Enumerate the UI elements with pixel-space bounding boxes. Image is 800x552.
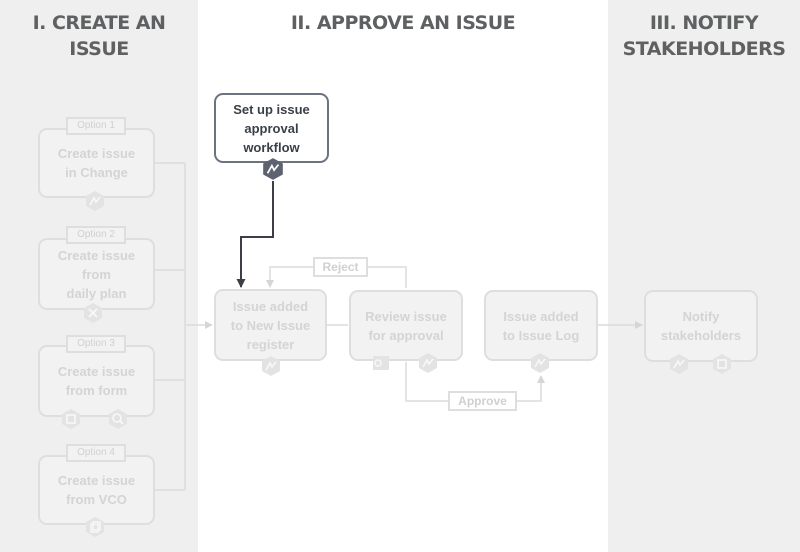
- node-setup-workflow-line-3: workflow: [243, 139, 300, 155]
- node-notify-stakeholders-line-1: Notify: [682, 309, 720, 324]
- node-option-4[interactable]: Create issue from VCO: [38, 455, 155, 525]
- node-issue-register-text: Issue added to New Issue register: [231, 297, 310, 354]
- node-issue-log-line-2: to Issue Log: [502, 327, 580, 343]
- workflow-approval-icon[interactable]: [261, 157, 285, 181]
- column-title-approve: II. APPROVE AN ISSUE: [290, 12, 516, 34]
- connector-workflow-register: [236, 181, 274, 288]
- connector-approve-right: [517, 375, 545, 402]
- review-approval-icon: [419, 353, 437, 373]
- column-title-create: I. CREATE AN ISSUE: [32, 12, 166, 60]
- column-title-notify-line2: STAKEHOLDERS: [622, 38, 786, 60]
- node-option-1-line-1: Create issue: [57, 146, 136, 161]
- option-3-tag: Option 3: [66, 335, 126, 353]
- node-setup-workflow[interactable]: Set up issue approval workflow: [214, 93, 329, 163]
- node-notify-stakeholders-text: Notify stakeholders: [661, 307, 741, 345]
- node-option-4-line-2: from VCO: [66, 492, 127, 507]
- node-option-2-line-2: from: [82, 266, 111, 282]
- node-issue-log-line-1: Issue added: [503, 308, 579, 324]
- node-option-2[interactable]: Create issue from daily plan: [38, 238, 155, 310]
- register-approval-icon: [262, 356, 280, 376]
- node-option-3[interactable]: Create issue from form: [38, 345, 155, 417]
- node-option-2-line-1: Create issue: [57, 247, 136, 263]
- node-option-2-line-3: daily plan: [66, 285, 127, 301]
- node-review-issue[interactable]: Review issue for approval: [349, 290, 463, 361]
- option-4-tag: Option 4: [66, 444, 126, 462]
- node-option-3-text: Create issue from form: [58, 362, 135, 400]
- log-approval-icon: [531, 353, 549, 373]
- search-form-icon: [109, 409, 127, 429]
- option-1-tag: Option 1: [66, 117, 126, 135]
- reject-edge-label: Reject: [313, 257, 368, 277]
- node-review-issue-text: Review issue for approval: [365, 307, 447, 345]
- node-option-3-line-2: from form: [65, 383, 128, 398]
- node-option-2-text: Create issue from daily plan: [58, 246, 135, 303]
- notify-form-icon: [713, 354, 731, 374]
- tools-icon: [84, 303, 102, 323]
- node-issue-register[interactable]: Issue added to New Issue register: [214, 289, 327, 361]
- column-title-notify: III. NOTIFY STAKEHOLDERS: [608, 10, 800, 62]
- outlook-icon: [373, 356, 389, 370]
- node-option-3-line-1: Create issue: [57, 364, 136, 379]
- connector-approve-left: [405, 362, 448, 402]
- node-issue-log[interactable]: Issue added to Issue Log: [484, 290, 598, 361]
- node-setup-workflow-text: Set up issue approval workflow: [233, 100, 310, 157]
- node-option-4-text: Create issue from VCO: [58, 471, 135, 509]
- form-icon: [62, 409, 80, 429]
- column-notify-stakeholders: III. NOTIFY STAKEHOLDERS: [608, 0, 800, 552]
- node-issue-log-text: Issue added to Issue Log: [503, 307, 580, 345]
- node-issue-register-line-3: register: [246, 336, 295, 352]
- node-option-1[interactable]: Create issue in Change: [38, 128, 155, 198]
- node-setup-workflow-line-2: approval: [244, 120, 299, 136]
- node-issue-register-line-2: to New Issue: [230, 317, 311, 333]
- column-title-notify-line1: III. NOTIFY: [649, 12, 759, 34]
- node-option-1-line-2: in Change: [65, 165, 128, 180]
- node-notify-stakeholders-line-2: stakeholders: [660, 328, 742, 343]
- node-notify-stakeholders[interactable]: Notify stakeholders: [644, 290, 758, 362]
- approve-edge-label: Approve: [448, 391, 517, 411]
- connector-reject-left: [266, 266, 313, 288]
- approval-icon: [86, 191, 104, 211]
- node-setup-workflow-line-1: Set up issue: [233, 101, 310, 117]
- column-approve-issue: II. APPROVE AN ISSUE: [198, 0, 608, 552]
- copy-icon: [86, 517, 104, 537]
- notify-approval-icon: [670, 354, 688, 374]
- node-review-issue-line-2: for approval: [368, 327, 444, 343]
- option-2-tag: Option 2: [66, 226, 126, 244]
- connector-reject-right: [368, 266, 407, 288]
- node-option-1-text: Create issue in Change: [58, 144, 135, 182]
- node-review-issue-line-1: Review issue: [365, 308, 447, 324]
- node-option-4-line-1: Create issue: [57, 473, 136, 488]
- node-issue-register-line-1: Issue added: [232, 298, 309, 314]
